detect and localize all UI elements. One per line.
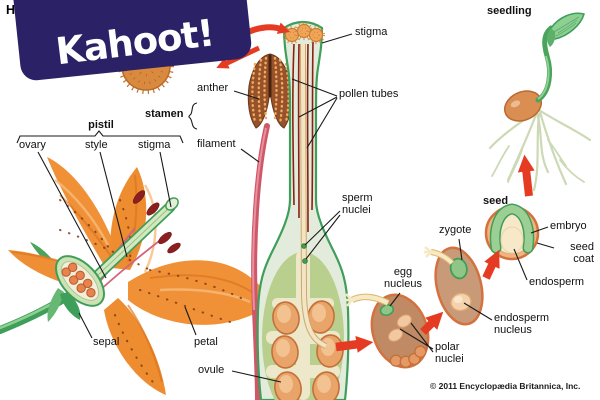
leader-endosperm-nucleus [463,302,493,321]
endosperm-center [500,226,524,254]
anther-illustration [247,53,293,129]
pollen-tubes-illustration [292,41,314,233]
leader-sperm-nuclei [304,210,341,260]
flower-anthers [132,190,181,254]
label-zygote: zygote [439,224,472,236]
label-stamen-group: stamen [145,108,184,120]
flower-stigma-tip [165,197,179,211]
seed-illustration [484,203,540,261]
enlarged-pistil-illustration [256,20,350,400]
arrow-seed-to-seedling [517,154,535,197]
petal-lower [104,298,166,395]
leader-embryo [530,226,549,234]
arrow-ovary-to-ovule [335,335,374,353]
polar-nucleus-1 [388,328,403,342]
pollen-grains-on-stigma [282,21,326,45]
leader-egg-nucleus [389,292,401,307]
label-endosperm: endosperm [529,276,585,288]
label-endosperm-nucleus: endosperm nucleus [494,312,550,336]
leader-ovule [231,370,282,383]
leader-filament [240,148,260,163]
leader-ovary [37,151,107,279]
label-anther: anther [197,82,229,94]
label-sperm-nuclei: sperm nuclei [342,192,373,216]
label-stigma-flower: stigma [138,139,171,151]
leader-stigma-flower [159,151,172,208]
sepal-front [60,292,81,320]
embryo-arc [491,204,533,252]
petal-speckles [59,199,246,386]
ovules [271,300,344,400]
leader-style [99,151,128,258]
label-pollen-tubes: pollen tubes [339,88,399,100]
label-seedling: seedling [487,5,532,17]
leader-pollen-tubes [291,78,338,149]
label-petal: petal [194,336,218,348]
polar-nucleus-2 [396,314,412,328]
label-filament: filament [197,138,236,150]
roots [488,108,592,192]
label-polar-nuclei: polar nuclei [435,341,464,365]
leader-endosperm [513,248,528,281]
leader-seed-coat [536,242,555,249]
label-egg-nucleus: egg nucleus [384,266,422,290]
label-sepal: sepal [93,336,120,348]
label-seed-coat: seed coat [570,241,594,265]
flower-ovary-cross-section [55,255,105,307]
label-ovary: ovary [19,139,46,151]
label-style: style [85,139,108,151]
seedling-illustration [488,12,592,192]
leader-sepal [78,312,93,339]
label-pistil-group: pistil [88,119,114,131]
label-ovule: ovule [198,364,225,376]
leader-polar-nuclei [399,322,434,353]
leader-petal [184,306,197,336]
zygote-stage-illustration [424,246,484,326]
leader-stigma-detail [321,33,353,44]
lily-flower-illustration [0,157,265,395]
fertilized-ovule-illustration [345,293,430,369]
leader-zygote [458,238,463,261]
arrow-ovule-to-zygote [420,311,444,335]
label-stigma-detail: stigma [355,26,388,38]
zygote-dot [449,257,468,280]
leader-anther [233,90,260,100]
label-embryo: embryo [550,220,587,232]
arrow-zygote-to-seed [482,249,500,280]
copyright-notice: © 2011 Encyclopædia Britannica, Inc. [430,381,581,391]
leader-lines [16,33,555,383]
pistil-bracket [16,130,184,144]
stamen-brace [188,102,198,130]
label-seed-group: seed [483,195,509,207]
